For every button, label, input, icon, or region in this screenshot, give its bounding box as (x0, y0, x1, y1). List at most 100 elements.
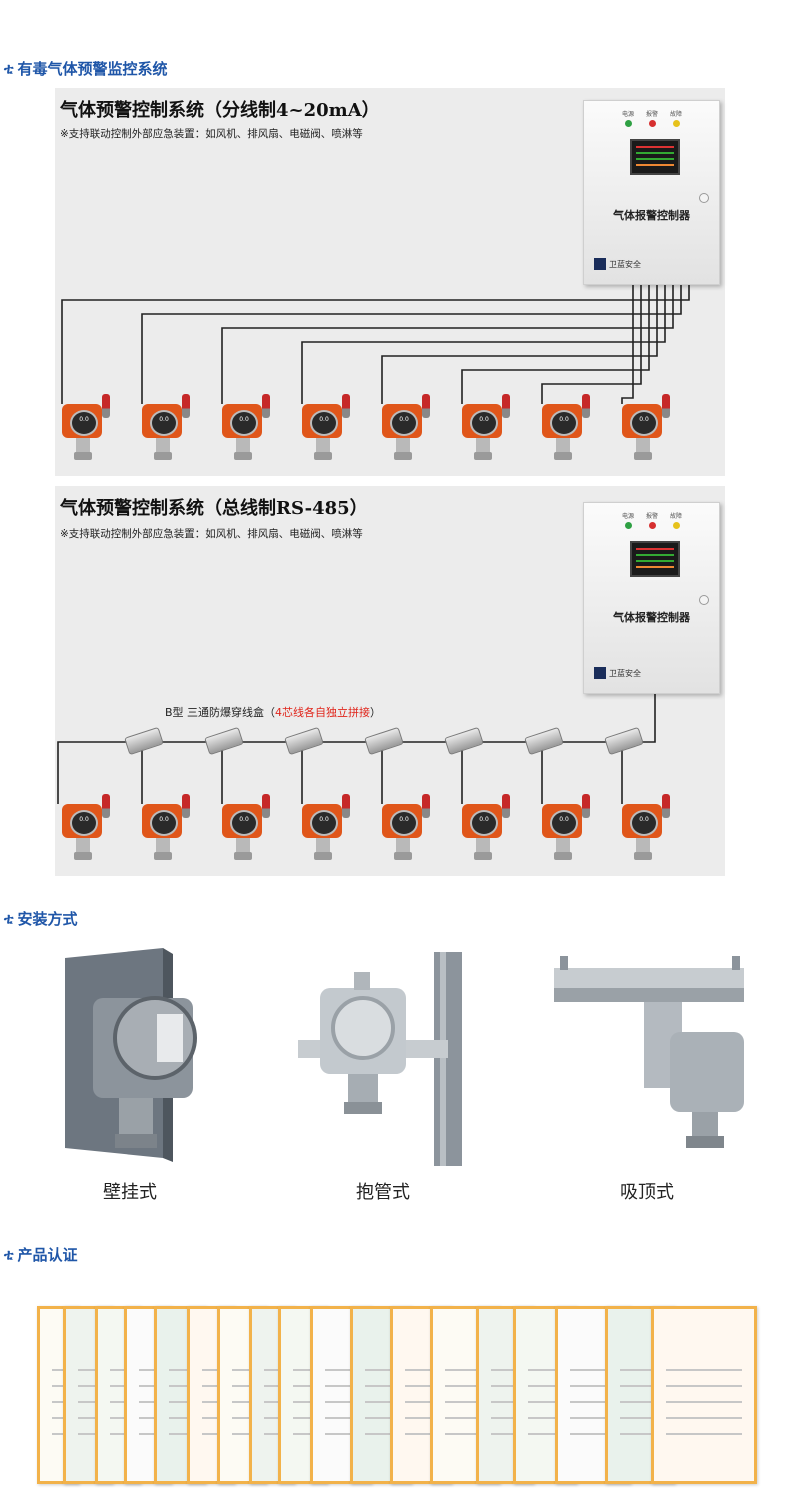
alarm-lamp-icon (182, 794, 190, 818)
light-alarm: 报警 (646, 109, 658, 127)
cabinet-label: 气体报警控制器 (613, 209, 690, 222)
detector-cap (474, 852, 492, 860)
detector-cap (154, 852, 172, 860)
certificate-text-line (110, 1417, 126, 1419)
detector-cap (554, 852, 572, 860)
brand-logo-icon (594, 667, 606, 679)
cabinet-lights-2: 电源 报警 故障 (622, 511, 682, 529)
certificate-text-line (325, 1385, 357, 1387)
certificate-text-line (491, 1417, 519, 1419)
certificate-text-line (445, 1433, 485, 1435)
certificate-text-line (78, 1369, 98, 1371)
detector-display (550, 810, 578, 836)
gas-detector: 0.0 (58, 394, 110, 462)
fault-light-icon (672, 522, 680, 529)
certificate-text-line (570, 1401, 616, 1403)
certificate-text-line (325, 1369, 357, 1371)
certificate-text-line (666, 1369, 742, 1371)
junction-label-text: B型 三通防爆穿线盒（ (165, 706, 276, 719)
certificate-text-line (570, 1369, 616, 1371)
certificate-text-line (264, 1369, 280, 1371)
light-power-label-2: 电源 (622, 513, 635, 520)
detector-reading: 0.0 (79, 416, 89, 423)
certificate-text-line (365, 1401, 397, 1403)
alarm-lamp-icon (422, 794, 430, 818)
detector-sensor (396, 838, 410, 856)
detector-sensor (556, 838, 570, 856)
gas-detector: 0.0 (298, 794, 350, 862)
detector-display (630, 410, 658, 436)
panel-4-20ma: 气体预警控制系统（分线制4~20mA） ※支持联动控制外部应急装置：如风机、排风… (55, 88, 725, 476)
section-title-text: 有毒气体预警监控系统 (17, 60, 168, 78)
section-title-text-3: 产品认证 (17, 1246, 78, 1264)
detector-cap (394, 852, 412, 860)
certificate-text-line (139, 1417, 157, 1419)
detector-reading: 0.0 (399, 416, 409, 423)
detector-reading: 0.0 (79, 816, 89, 823)
certificate-text-line (445, 1385, 485, 1387)
certificate-text-line (110, 1401, 126, 1403)
detector-reading: 0.0 (639, 816, 649, 823)
certificate-text-line (264, 1433, 280, 1435)
brand-text-2: 卫蓝安全 (609, 668, 641, 678)
certificate-text-line (232, 1385, 252, 1387)
light-fault-2: 故障 (670, 511, 682, 529)
certificate-text-line (666, 1417, 742, 1419)
signal-wire (141, 284, 682, 404)
detector-cap (314, 452, 332, 460)
detector-display (390, 810, 418, 836)
pipe-mount-illustration (296, 948, 496, 1168)
detector-display (390, 410, 418, 436)
certificate-text-line (445, 1369, 485, 1371)
gas-detector: 0.0 (378, 794, 430, 862)
certificate-text-line (325, 1433, 357, 1435)
panel1-wiring (61, 284, 690, 404)
detector-display (310, 810, 338, 836)
certificate-text-line (52, 1417, 64, 1419)
detector-display (630, 810, 658, 836)
section-title-certification: ቲ 产品认证 (4, 1244, 77, 1265)
light-fault-label: 故障 (670, 111, 683, 118)
cabinet-label-2: 气体报警控制器 (613, 611, 690, 624)
certificate-text-line (293, 1385, 313, 1387)
certificate-gallery (37, 1306, 763, 1484)
fault-light-icon (672, 120, 680, 127)
wall-mount-icon (65, 948, 197, 1162)
certificate-text-line (528, 1433, 562, 1435)
detector-sensor (476, 438, 490, 456)
detector-reading: 0.0 (559, 816, 569, 823)
gas-detector: 0.0 (298, 394, 350, 462)
certificate-text-line (528, 1369, 562, 1371)
certificate-text-line (293, 1369, 313, 1371)
signal-wire (541, 284, 642, 404)
detector-sensor (636, 838, 650, 856)
junction-label-end: ） (370, 706, 382, 719)
certificate-text-line (365, 1433, 397, 1435)
certificate-text-line (325, 1417, 357, 1419)
detector-reading: 0.0 (639, 416, 649, 423)
power-light-icon (624, 522, 632, 529)
certificate-text-line (365, 1369, 397, 1371)
detector-sensor (556, 438, 570, 456)
power-light-icon (624, 120, 632, 127)
gas-detector: 0.0 (538, 394, 590, 462)
detector-cap (554, 452, 572, 460)
gas-detector: 0.0 (138, 794, 190, 862)
certificate-text-line (405, 1385, 437, 1387)
certificate-text-line (110, 1369, 126, 1371)
detector-sensor (476, 838, 490, 856)
certificate-text-line (666, 1401, 742, 1403)
light-power-label: 电源 (622, 111, 635, 118)
certificate-text-line (570, 1417, 616, 1419)
certificate-text-line (491, 1385, 519, 1387)
gas-detector: 0.0 (378, 394, 430, 462)
section-mark-icon: ቲ (4, 1246, 14, 1263)
certificate-text-line (139, 1369, 157, 1371)
ceiling-mount-icon (554, 956, 744, 1148)
detector-cap (74, 452, 92, 460)
pipe-mount-caption: 抱管式 (356, 1182, 410, 1203)
detector-sensor (316, 838, 330, 856)
detector-display (70, 810, 98, 836)
brand-text: 卫蓝安全 (609, 259, 641, 269)
alarm-lamp-icon (582, 394, 590, 418)
